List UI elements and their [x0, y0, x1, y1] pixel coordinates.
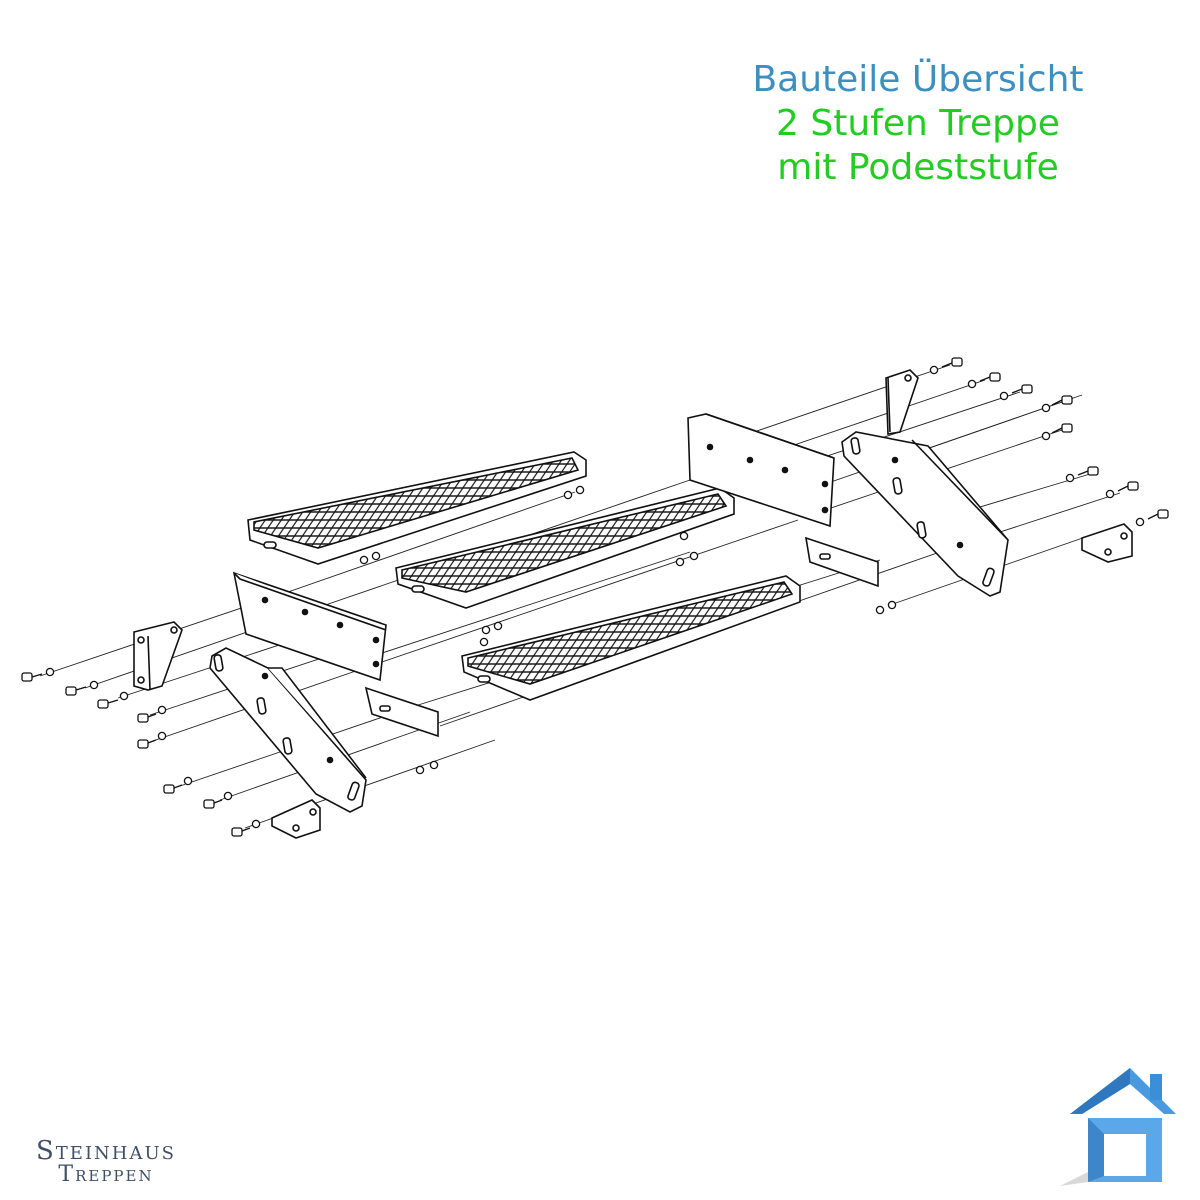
bolt: [1077, 466, 1099, 476]
bolt: [21, 672, 43, 682]
right-floor-angle: [1081, 523, 1133, 563]
nut: [1135, 517, 1145, 527]
left-mounting-bracket: [133, 621, 183, 691]
title-line-3: mit Podeststufe: [777, 147, 1059, 188]
nut: [119, 691, 129, 701]
nut: [251, 819, 261, 829]
nut: [183, 776, 193, 786]
nut: [1105, 489, 1115, 499]
nut: [493, 621, 503, 631]
nut: [929, 365, 939, 375]
nut: [157, 731, 167, 741]
nut: [429, 760, 439, 770]
bolt: [979, 372, 1001, 382]
nut: [415, 765, 425, 775]
bolt: [203, 799, 223, 809]
left-cross-plate: [232, 571, 387, 682]
nut: [89, 680, 99, 690]
bolt: [65, 686, 87, 696]
nut: [999, 391, 1009, 401]
nut: [1041, 431, 1051, 441]
bolt: [1051, 395, 1073, 406]
nut: [675, 557, 685, 567]
left-stringer: [209, 647, 367, 813]
nut: [223, 791, 233, 801]
bolt: [1051, 423, 1073, 434]
nut: [479, 637, 489, 647]
title-block: Bauteile Übersicht 2 Stufen Treppe mit P…: [688, 58, 1148, 190]
brand-name-line-2: Treppen: [58, 1162, 154, 1187]
nut: [689, 551, 699, 561]
title-line-2: 2 Stufen Treppe: [776, 103, 1060, 144]
nut: [45, 667, 55, 677]
brand-name-line-1: Steinhaus: [35, 1136, 176, 1166]
house-icon: [1060, 1068, 1176, 1186]
nut: [1065, 473, 1075, 483]
step-tread-1: [247, 451, 587, 565]
bolt: [1147, 509, 1169, 520]
nut: [563, 490, 573, 500]
nut: [359, 555, 369, 565]
step-tread-podest: [461, 575, 801, 701]
right-mounting-bracket: [885, 369, 919, 435]
left-floor-angle: [271, 799, 321, 839]
step-tread-2: [395, 487, 735, 609]
bolt: [137, 739, 157, 749]
bolt: [163, 784, 183, 794]
bolt: [1117, 481, 1139, 492]
bolt: [97, 699, 119, 709]
right-stringer: [841, 431, 1009, 597]
nut: [481, 625, 491, 635]
title-line-1: Bauteile Übersicht: [752, 59, 1084, 100]
nut: [575, 485, 585, 495]
bolt: [231, 827, 251, 837]
bolt: [1011, 384, 1033, 394]
bolts-and-nuts: [21, 357, 1169, 837]
bolt: [941, 357, 963, 368]
nut: [1041, 403, 1051, 413]
nut: [875, 605, 885, 615]
nut: [887, 600, 897, 610]
bolt: [137, 713, 157, 723]
assembly-lines: [39, 364, 1121, 829]
small-connecting-plate-left: [364, 686, 439, 738]
right-cross-plate: [687, 413, 835, 528]
nut: [157, 705, 167, 715]
nut: [679, 531, 689, 541]
nut: [967, 379, 977, 389]
nut: [371, 551, 381, 561]
small-connecting-plate-right: [804, 536, 879, 588]
